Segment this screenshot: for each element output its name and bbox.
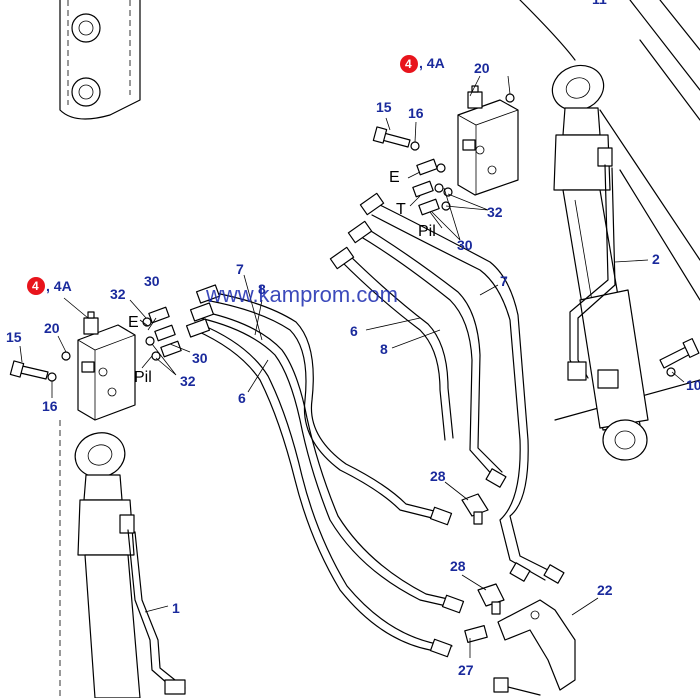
callout-30-left-bottom: 30 — [192, 350, 208, 366]
tee-fittings — [461, 493, 505, 643]
callout-30-left-top: 30 — [144, 273, 160, 289]
assembly-badge-right: 4 — [400, 55, 418, 73]
assembly-badge-left: 4 — [27, 277, 45, 295]
bolt-right-15 — [372, 126, 420, 151]
port-e-left: E — [128, 314, 139, 331]
leader-lines — [19, 75, 685, 658]
port-pil-left: Pil — [134, 369, 152, 386]
svg-text:4: 4 — [32, 279, 39, 293]
callout-16-right: 16 — [408, 105, 424, 121]
callout-7-right: 7 — [500, 273, 508, 289]
port-pil-right: Pil — [418, 223, 436, 240]
callout-15-right: 15 — [376, 99, 392, 115]
boom-bracket — [59, 0, 141, 120]
boom-cylinder-right — [551, 64, 649, 461]
port-t-right: T — [396, 201, 406, 218]
callout-27: 27 — [458, 662, 474, 678]
port-e-right: E — [389, 169, 400, 186]
valve-block-right — [457, 85, 519, 196]
callout-6-right: 6 — [350, 323, 358, 339]
callout-28-lower: 28 — [450, 558, 466, 574]
callout-1: 1 — [172, 600, 180, 616]
fittings-right — [412, 158, 453, 216]
callout-numbers: , 4A 11 20 15 16 32 30 2 10 7 6 8 7 8 6 … — [6, 0, 700, 678]
callout-22: 22 — [597, 582, 613, 598]
hose-set — [194, 204, 553, 653]
port-labels: E T Pil E Pil — [128, 169, 436, 386]
callout-15-left: 15 — [6, 329, 22, 345]
callout-4a-right: , 4A — [419, 55, 445, 71]
svg-text:4: 4 — [405, 57, 412, 71]
callout-30-right: 30 — [457, 237, 473, 253]
hose-fittings — [185, 192, 565, 658]
callout-8-left: 8 — [258, 281, 266, 297]
hose-bracket — [493, 599, 576, 696]
valve-block-left — [77, 311, 136, 421]
callout-10: 10 — [686, 377, 700, 393]
callout-20-left: 20 — [44, 320, 60, 336]
callout-4a-left: , 4A — [46, 278, 72, 294]
fittings-left — [142, 306, 182, 361]
callout-32-left-bottom: 32 — [180, 373, 196, 389]
callout-32-right: 32 — [487, 204, 503, 220]
boom-cylinder-left — [59, 420, 186, 698]
bolt-far-right — [659, 338, 700, 377]
callout-16-left: 16 — [42, 398, 58, 414]
callout-32-left-top: 32 — [110, 286, 126, 302]
boom-arm-right — [519, 0, 700, 421]
watermark: www.kamprom.com — [205, 282, 398, 307]
callout-28-upper: 28 — [430, 468, 446, 484]
callout-11: 11 — [592, 0, 607, 7]
callout-2: 2 — [652, 251, 660, 267]
callout-20-right: 20 — [474, 60, 490, 76]
callout-7-left: 7 — [236, 261, 244, 277]
callout-8-right: 8 — [380, 341, 388, 357]
bolt-left-15 — [9, 351, 71, 382]
callout-6-left: 6 — [238, 390, 246, 406]
